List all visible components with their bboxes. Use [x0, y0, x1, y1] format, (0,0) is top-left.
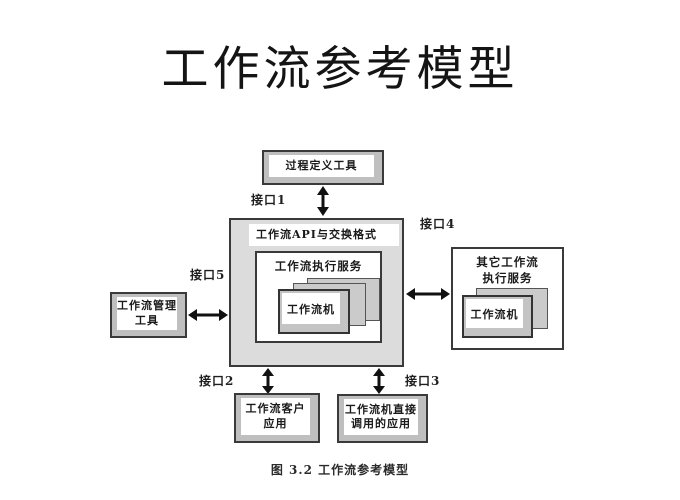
interface5-double-arrow-icon [188, 308, 228, 322]
management-tool-line1: 工作流管理 [117, 299, 177, 313]
execution-service-label: 工作流执行服务 [274, 259, 363, 273]
invoked-application-line1: 工作流机直接 [345, 402, 417, 416]
interface1-double-arrow-icon [316, 186, 330, 216]
interface2-label: 接口2 [199, 374, 235, 388]
client-application-line2: 应用 [263, 416, 288, 430]
management-tool-line2: 工具 [135, 313, 159, 327]
other-workflow-engine-label: 工作流机 [470, 307, 519, 321]
workflow-engine-label: 工作流机 [287, 302, 335, 316]
interface3-label: 接口3 [405, 374, 441, 388]
process-definition-tool-box: 过程定义工具 [262, 150, 384, 185]
other-execution-service-line2: 执行服务 [482, 270, 533, 285]
invoked-application-line2: 调用的应用 [351, 417, 411, 430]
client-application-box: 工作流客户 应用 [234, 393, 320, 443]
page-title: 工作流参考模型 [161, 42, 519, 97]
interface1-label: 接口1 [251, 193, 287, 207]
client-application-line1: 工作流客户 [245, 402, 306, 416]
interface5-label: 接口5 [190, 268, 226, 282]
process-definition-tool-label: 过程定义工具 [285, 158, 358, 172]
other-execution-service-line1: 其它工作流 [476, 255, 539, 269]
management-tool-box: 工作流管理 工具 [110, 292, 187, 338]
workflow-engine-box: 工作流机 [278, 289, 350, 334]
workflow-api-bar: 工作流API与交换格式 [249, 224, 399, 246]
interface4-double-arrow-icon [406, 287, 450, 301]
invoked-application-box: 工作流机直接 调用的应用 [337, 394, 428, 443]
interface4-label: 接口4 [420, 217, 456, 231]
figure-caption: 图 3.2 工作流参考模型 [270, 463, 410, 477]
interface3-double-arrow-icon [372, 368, 386, 394]
other-workflow-engine-box: 工作流机 [462, 295, 533, 338]
interface2-double-arrow-icon [261, 368, 275, 394]
